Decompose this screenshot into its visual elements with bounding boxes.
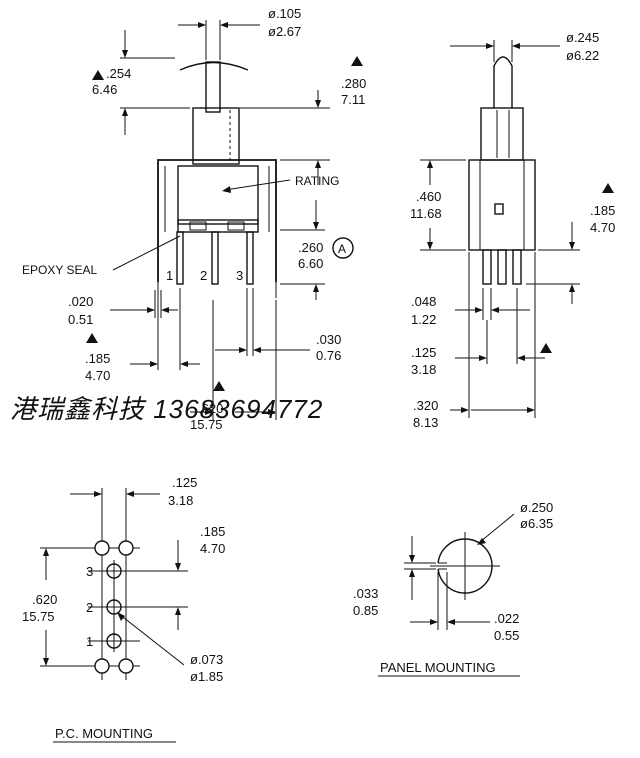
pc-pin-1: 1 bbox=[86, 634, 93, 649]
pin-1-label: 1 bbox=[166, 268, 173, 283]
pc-pitch-in: .185 bbox=[200, 524, 225, 539]
panel-key-in: .033 bbox=[353, 586, 378, 601]
front-spacing-mm: 4.70 bbox=[85, 368, 110, 383]
side-width-in: .320 bbox=[413, 398, 438, 413]
side-top-dia-in: ø.245 bbox=[566, 30, 599, 45]
front-pin-len-in: .260 bbox=[298, 240, 323, 255]
side-marker bbox=[494, 203, 504, 215]
note-circle bbox=[332, 237, 354, 259]
pc-total-in: .620 bbox=[32, 592, 57, 607]
front-view: 1 2 3 ø.105 ø2.67 .254 6.46 .280 7.11 bbox=[22, 6, 366, 432]
side-pin-right bbox=[512, 249, 522, 285]
pc-hole-br bbox=[118, 658, 134, 674]
pc-total-mm: 15.75 bbox=[22, 609, 55, 624]
front-pin-len-mm: 6.60 bbox=[298, 256, 323, 271]
pc-hole-dia-mm: ø1.85 bbox=[190, 669, 223, 684]
watermark: 港瑞鑫科技 13683694772 bbox=[10, 394, 323, 424]
side-pin-center bbox=[497, 249, 507, 285]
side-top-dia-mm: ø6.22 bbox=[566, 48, 599, 63]
panel-key-mm: 0.85 bbox=[353, 603, 378, 618]
pc-space-in: .125 bbox=[172, 475, 197, 490]
panel-flat-in: .022 bbox=[494, 611, 519, 626]
side-space-in: .125 bbox=[411, 345, 436, 360]
pc-pin-3: 3 bbox=[86, 564, 93, 579]
side-bushing bbox=[480, 107, 524, 161]
side-space-mm: 3.18 bbox=[411, 362, 436, 377]
bushing bbox=[192, 107, 240, 165]
note-circle-letter: A bbox=[338, 242, 346, 256]
pc-hole-bl bbox=[94, 658, 110, 674]
front-term-thk-in: .030 bbox=[316, 332, 341, 347]
pc-space-mm: 3.18 bbox=[168, 493, 193, 508]
pc-hole-dia-in: ø.073 bbox=[190, 652, 223, 667]
side-right-mm: 4.70 bbox=[590, 220, 615, 235]
terminal-1 bbox=[176, 231, 184, 285]
front-top-dia-in: ø.105 bbox=[268, 6, 301, 21]
side-pin-mm: 1.22 bbox=[411, 312, 436, 327]
front-height-in: .254 bbox=[106, 66, 131, 81]
terminal-3 bbox=[246, 231, 254, 285]
pc-pitch-mm: 4.70 bbox=[200, 541, 225, 556]
frame-outline bbox=[157, 159, 277, 282]
side-body-mm: 11.68 bbox=[410, 206, 442, 221]
side-pin-left bbox=[482, 249, 492, 285]
side-pin-in: .048 bbox=[411, 294, 436, 309]
side-body-in: .460 bbox=[416, 189, 441, 204]
switch-body bbox=[177, 165, 259, 225]
pin-3-label: 3 bbox=[236, 268, 243, 283]
pc-pin-2: 2 bbox=[86, 600, 93, 615]
front-bushing-mm: 7.11 bbox=[341, 92, 365, 107]
pin-2-label: 2 bbox=[200, 268, 207, 283]
note-triangle bbox=[92, 70, 104, 80]
terminal-2 bbox=[211, 231, 219, 285]
side-actuator bbox=[493, 56, 513, 108]
side-view: ø.245 ø6.22 .460 11.68 .185 4.70 .048 1.… bbox=[410, 30, 615, 430]
rating-label: RATING bbox=[295, 174, 339, 188]
panel-hole-dia-in: ø.250 bbox=[520, 500, 553, 515]
pc-mounting-title: P.C. MOUNTING bbox=[55, 726, 153, 741]
front-height-mm: 6.46 bbox=[92, 82, 117, 97]
panel-hole-dia-mm: ø6.35 bbox=[520, 516, 553, 531]
front-term-width-mm: 0.51 bbox=[68, 312, 93, 327]
side-right-in: .185 bbox=[590, 203, 615, 218]
front-term-width-in: .020 bbox=[68, 294, 93, 309]
front-bushing-in: .280 bbox=[341, 76, 366, 91]
front-span-mm: 15.75 bbox=[190, 417, 223, 432]
side-width-mm: 8.13 bbox=[413, 415, 438, 430]
side-body bbox=[468, 159, 536, 251]
pc-hole-tl bbox=[94, 540, 110, 556]
front-term-thk-mm: 0.76 bbox=[316, 348, 341, 363]
epoxy-seal-label: EPOXY SEAL bbox=[22, 263, 97, 277]
front-top-dia-mm: ø2.67 bbox=[268, 24, 301, 39]
pc-hole-tr bbox=[118, 540, 134, 556]
panel-flat-mm: 0.55 bbox=[494, 628, 519, 643]
actuator-arc bbox=[179, 61, 249, 71]
front-span-in: .620 bbox=[198, 401, 223, 416]
actuator-lever bbox=[205, 61, 221, 113]
pc-mounting: 3 2 1 .125 3.18 .185 4.70 .620 15.75 ø.0 bbox=[22, 475, 225, 743]
front-spacing-in: .185 bbox=[85, 351, 110, 366]
panel-mounting-title: PANEL MOUNTING bbox=[380, 660, 496, 675]
panel-mounting: ø.250 ø6.35 .033 0.85 .022 0.55 PANEL MO… bbox=[353, 500, 553, 677]
